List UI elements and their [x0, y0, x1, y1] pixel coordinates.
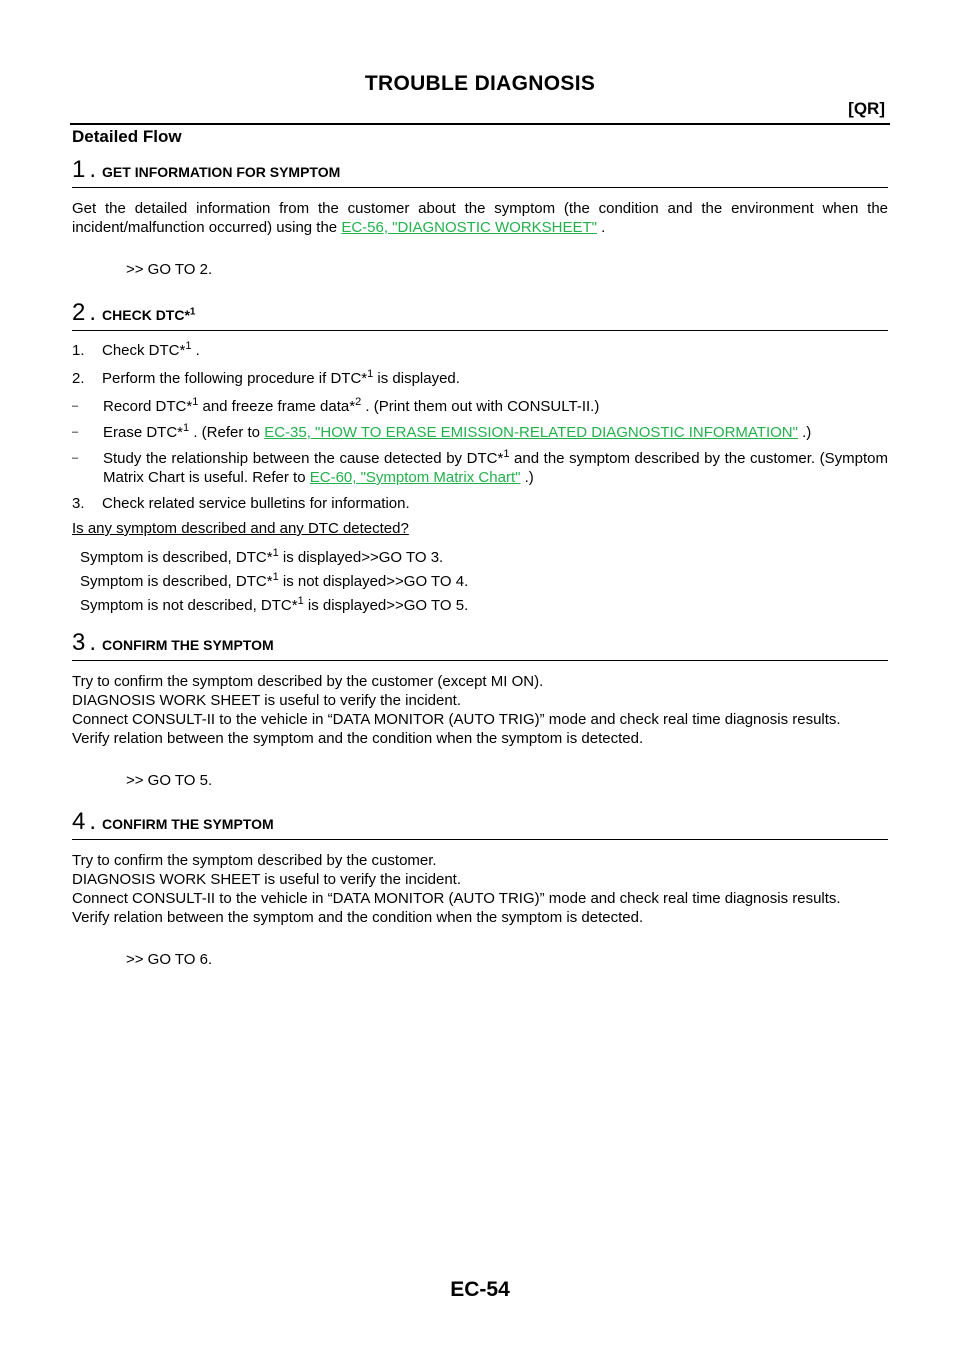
erase-dtc-link[interactable]: EC-35, "HOW TO ERASE EMISSION-RELATED DI… — [264, 424, 798, 441]
item-text: Check DTC*1 . — [102, 341, 200, 360]
sub-item: – Record DTC*1 and freeze frame data*2 .… — [72, 397, 888, 416]
section-code: [QR] — [848, 99, 885, 118]
goto-instruction: >> GO TO 5. — [126, 772, 213, 789]
step-line: DIAGNOSIS WORK SHEET is useful to verify… — [72, 692, 462, 709]
text-segment: Perform the following procedure if DTC* — [102, 370, 368, 387]
answer-option: Symptom is described, DTC*1 is displayed… — [80, 548, 888, 567]
sub-item: – Study the relationship between the cau… — [72, 449, 888, 487]
item-text: Perform the following procedure if DTC*1… — [102, 369, 460, 388]
diagnosis-question: Is any symptom described and any DTC det… — [72, 520, 409, 537]
step-4: 4. CONFIRM THE SYMPTOM Try to confirm th… — [72, 808, 888, 969]
item-number: 3. — [72, 495, 85, 512]
step-header: 1. GET INFORMATION FOR SYMPTOM — [72, 156, 888, 188]
step-line: Try to confirm the symptom described by … — [72, 673, 544, 690]
step-header: 4. CONFIRM THE SYMPTOM — [72, 808, 888, 840]
answer-option: Symptom is described, DTC*1 is not displ… — [80, 572, 888, 591]
step-number: 2 — [72, 299, 86, 326]
text-segment: Symptom is described, DTC* — [80, 573, 273, 590]
sub-item: – Erase DTC*1 . (Refer to EC-35, "HOW TO… — [72, 423, 888, 442]
step-title: CHECK DTC*1 — [102, 307, 195, 323]
page-title: TROUBLE DIAGNOSIS — [364, 72, 596, 95]
step-line: Connect CONSULT-II to the vehicle in “DA… — [72, 711, 841, 728]
flow-content: 1. GET INFORMATION FOR SYMPTOM Get the d… — [72, 156, 888, 990]
step-header: 3. CONFIRM THE SYMPTOM — [72, 629, 888, 661]
footnote-mark: 1 — [297, 595, 304, 607]
flow-title: Detailed Flow — [72, 127, 182, 146]
goto-instruction: >> GO TO 6. — [126, 951, 213, 968]
footnote-mark: 1 — [272, 547, 279, 559]
symptom-matrix-link[interactable]: EC-60, "Symptom Matrix Chart" — [309, 469, 521, 486]
text-segment: is displayed. — [373, 370, 460, 387]
footnote-mark: 1 — [367, 368, 374, 380]
worksheet-link[interactable]: EC-56, "DIAGNOSTIC WORKSHEET" — [341, 219, 597, 236]
step-line: Verify relation between the symptom and … — [72, 909, 644, 926]
text-segment: . (Refer to — [189, 424, 265, 441]
goto-instruction: >> GO TO 2. — [126, 261, 213, 278]
list-item: 2. Perform the following procedure if DT… — [72, 369, 888, 388]
step-dot: . — [89, 808, 97, 835]
page-number: EC-54 — [450, 1278, 510, 1301]
step-title: CONFIRM THE SYMPTOM — [102, 637, 274, 653]
header-divider — [70, 123, 890, 125]
text-segment: Erase DTC* — [103, 424, 184, 441]
answer-option: Symptom is not described, DTC*1 is displ… — [80, 596, 888, 615]
text-segment: is displayed>>GO TO 3. — [278, 549, 444, 566]
item-number: 2. — [72, 370, 85, 387]
dash-bullet: – — [72, 426, 79, 438]
text-segment: is not displayed>>GO TO 4. — [278, 573, 469, 590]
text-segment: Check DTC* — [102, 342, 186, 359]
step-title: GET INFORMATION FOR SYMPTOM — [102, 164, 341, 180]
step-text: Get the detailed information from the cu… — [72, 199, 888, 237]
text-segment: and the symptom described by the custome… — [103, 450, 888, 486]
step-number: 1 — [72, 156, 86, 183]
step-dot: . — [89, 629, 97, 656]
footnote-mark: 2 — [355, 396, 362, 408]
text-segment: Symptom is not described, DTC* — [80, 597, 298, 614]
step-title: CONFIRM THE SYMPTOM — [102, 816, 274, 832]
text-segment: . — [191, 342, 200, 359]
step-header: 2. CHECK DTC*1 — [72, 299, 888, 331]
text-segment: Record DTC* — [103, 398, 193, 415]
footnote-mark: 1 — [503, 448, 510, 460]
step-title-text: CHECK DTC* — [102, 307, 190, 323]
text-segment: . — [597, 219, 606, 236]
step-dot: . — [89, 299, 97, 326]
footnote-mark: 1 — [183, 422, 190, 434]
text-segment: .) — [797, 424, 812, 441]
sub-item-text: Erase DTC*1 . (Refer to EC-35, "HOW TO E… — [103, 423, 888, 442]
text-segment: . (Print them out with CONSULT-II.) — [361, 398, 600, 415]
sub-item-text: Record DTC*1 and freeze frame data*2 . (… — [103, 397, 888, 416]
text-segment: Study the relationship between the cause… — [103, 450, 504, 467]
step-2: 2. CHECK DTC*1 1. Check DTC*1 . 2. Perfo… — [72, 299, 888, 615]
footnote-mark: 1 — [272, 571, 279, 583]
footnote-mark: 1 — [185, 340, 192, 352]
step-line: Try to confirm the symptom described by … — [72, 852, 437, 869]
step-number: 3 — [72, 629, 86, 656]
step-line: Connect CONSULT-II to the vehicle in “DA… — [72, 890, 841, 907]
text-segment: .) — [520, 469, 534, 486]
item-number: 1. — [72, 342, 85, 359]
sub-item-text: Study the relationship between the cause… — [103, 449, 888, 487]
step-line: Verify relation between the symptom and … — [72, 730, 644, 747]
step-dot: . — [89, 156, 97, 183]
step-3: 3. CONFIRM THE SYMPTOM Try to confirm th… — [72, 629, 888, 790]
dash-bullet: – — [72, 400, 79, 412]
item-text: Check related service bulletins for info… — [102, 495, 410, 512]
footnote-mark: 1 — [189, 306, 196, 318]
step-line: DIAGNOSIS WORK SHEET is useful to verify… — [72, 871, 462, 888]
text-segment: is displayed>>GO TO 5. — [303, 597, 469, 614]
text-segment: Get the detailed information from the cu… — [72, 200, 888, 236]
list-item: 3. Check related service bulletins for i… — [72, 494, 888, 513]
list-item: 1. Check DTC*1 . — [72, 341, 888, 360]
text-segment: and freeze frame data* — [198, 398, 356, 415]
step-number: 4 — [72, 808, 86, 835]
text-segment: Symptom is described, DTC* — [80, 549, 273, 566]
step-1: 1. GET INFORMATION FOR SYMPTOM Get the d… — [72, 156, 888, 279]
footnote-mark: 1 — [192, 396, 199, 408]
dash-bullet: – — [72, 452, 79, 464]
